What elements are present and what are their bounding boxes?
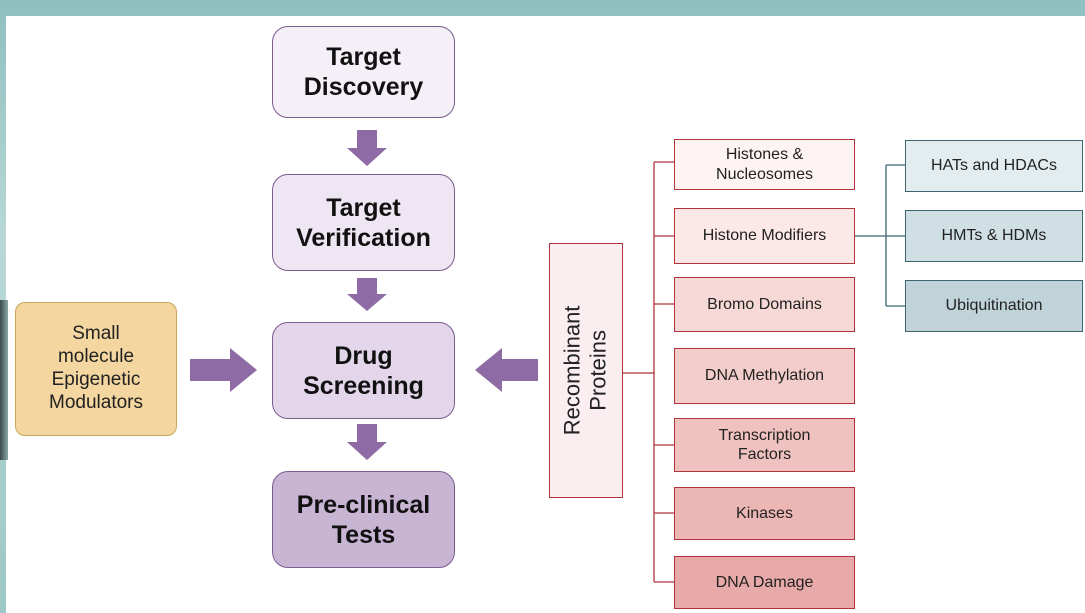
small-molecule-box: Small molecule Epigenetic Modulators [15, 302, 177, 436]
category-dna-damage: DNA Damage [674, 556, 855, 609]
modifier-hats-hdacs: HATs and HDACs [905, 140, 1083, 192]
category-kinases: Kinases [674, 487, 855, 540]
arrow-down-3 [347, 424, 387, 460]
target-verification-box: Target Verification [272, 174, 455, 271]
arrow-down-2 [347, 278, 387, 311]
category-histones-nucleosomes: Histones & Nucleosomes [674, 139, 855, 190]
category-bromo-domains: Bromo Domains [674, 277, 855, 332]
target-discovery-box: Target Discovery [272, 26, 455, 118]
recombinant-proteins-label: Recombinant Proteins [559, 305, 612, 436]
drug-screening-box: Drug Screening [272, 322, 455, 419]
background-edge [0, 300, 8, 460]
preclinical-tests-box: Pre-clinical Tests [272, 471, 455, 568]
arrow-left-recombinant [475, 348, 538, 392]
category-transcription-factors: Transcription Factors [674, 418, 855, 472]
category-dna-methylation: DNA Methylation [674, 348, 855, 404]
modifier-hmts-hdms: HMTs & HDMs [905, 210, 1083, 262]
arrow-right-small-molecule [190, 348, 257, 392]
category-histone-modifiers: Histone Modifiers [674, 208, 855, 264]
recombinant-proteins-box: Recombinant Proteins [549, 243, 623, 498]
arrow-down-1 [347, 130, 387, 166]
modifier-ubiquitination: Ubiquitination [905, 280, 1083, 332]
